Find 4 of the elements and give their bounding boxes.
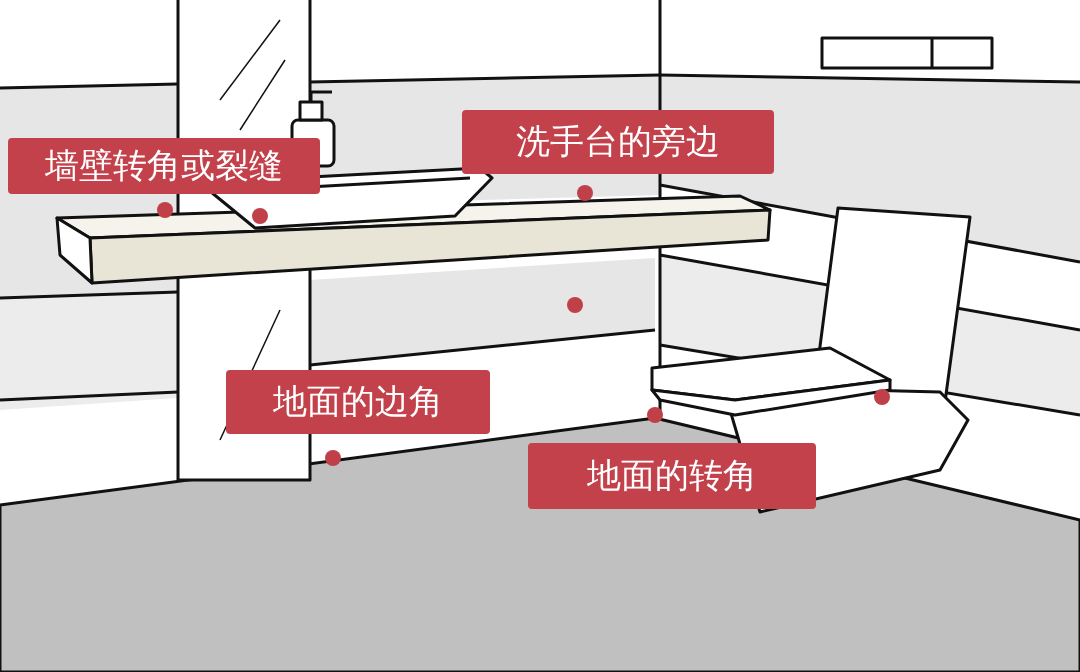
label-tag: 地面的转角 <box>528 443 816 509</box>
label-tag: 洗手台的旁边 <box>462 110 774 174</box>
label-tag: 墙壁转角或裂缝 <box>8 138 320 194</box>
label-tag: 地面的边角 <box>226 370 490 434</box>
